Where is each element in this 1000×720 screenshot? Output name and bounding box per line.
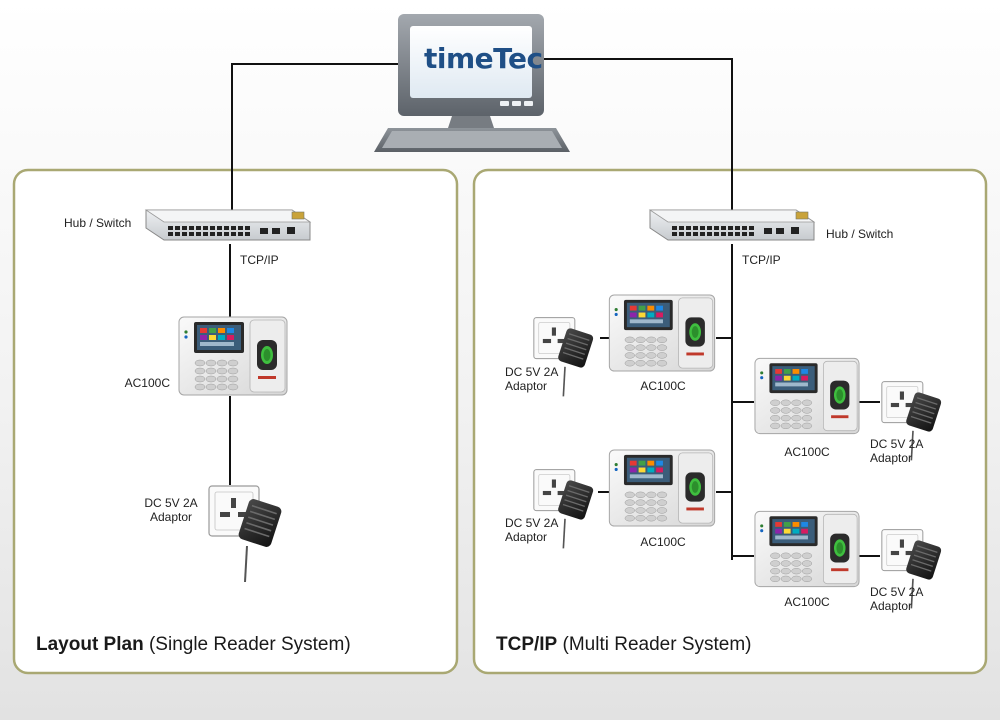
adaptor-3-line2: Adaptor — [505, 530, 548, 544]
adaptor-4-line2: Adaptor — [870, 599, 913, 613]
timetec-logo: timeTec — [424, 42, 543, 75]
reader-4-label: AC100C — [784, 595, 830, 609]
left-panel-title-rest: (Single Reader System) — [143, 634, 351, 655]
left-switch-label: Hub / Switch — [64, 216, 132, 230]
reader-left — [178, 316, 288, 396]
adaptor-1-line1: DC 5V 2A — [505, 365, 559, 379]
right-panel-title-bold: TCP/IP — [496, 634, 558, 655]
hub-switch-right — [649, 209, 815, 241]
computer-monitor — [398, 14, 544, 128]
right-panel-title-rest: (Multi Reader System) — [557, 634, 752, 655]
keyboard — [374, 128, 570, 152]
reader-1-label: AC100C — [640, 379, 686, 393]
right-tcpip-label: TCP/IP — [742, 253, 781, 267]
left-tcpip-label: TCP/IP — [240, 253, 279, 267]
left-adaptor-line2: Adaptor — [149, 510, 193, 524]
adaptor-1-line2: Adaptor — [505, 379, 548, 393]
right-panel-title: TCP/IP (Multi Reader System) — [496, 634, 752, 656]
hub-switch-left — [145, 209, 311, 241]
reader-right-2 — [754, 357, 860, 435]
reader-right-1 — [608, 294, 716, 372]
left-adaptor-line1: DC 5V 2A — [144, 496, 198, 510]
left-panel-title: Layout Plan (Single Reader System) — [36, 634, 351, 656]
reader-right-4 — [754, 510, 860, 588]
left-panel-frame — [12, 168, 459, 675]
adaptor-3-line1: DC 5V 2A — [505, 516, 559, 530]
left-panel-title-bold: Layout Plan — [36, 634, 144, 655]
reader-3-label: AC100C — [640, 535, 686, 549]
reader-right-3 — [608, 449, 716, 527]
adaptor-2-line1: DC 5V 2A — [870, 437, 924, 451]
reader-2-label: AC100C — [784, 445, 830, 459]
left-reader-label: AC100C — [124, 376, 170, 390]
right-switch-label: Hub / Switch — [826, 227, 894, 241]
adaptor-2-line2: Adaptor — [870, 451, 913, 465]
adaptor-4-line1: DC 5V 2A — [870, 585, 924, 599]
